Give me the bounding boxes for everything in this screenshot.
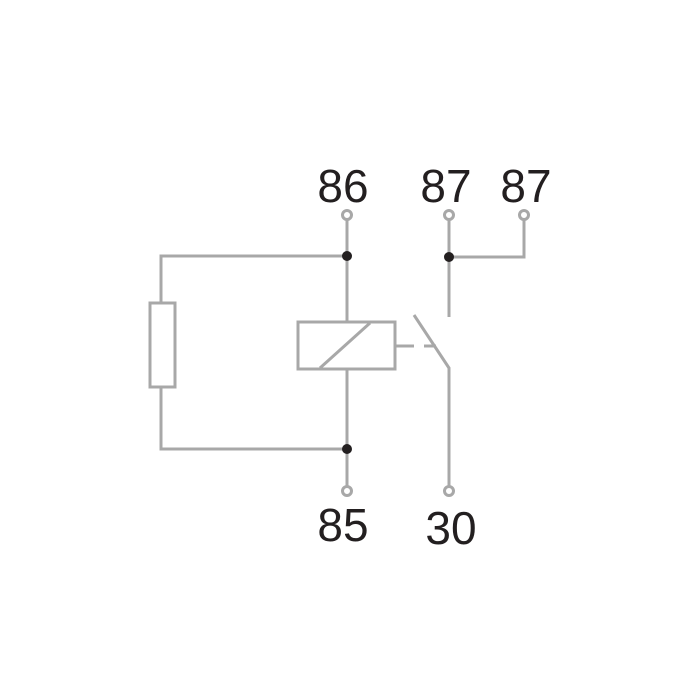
terminal-label-87-b: 87 (500, 160, 551, 212)
terminal-label-85: 85 (317, 499, 368, 551)
terminal-85 (341, 485, 353, 497)
junction-node (444, 252, 454, 262)
resistor (148, 301, 177, 389)
wire-top-resistor (159, 254, 347, 303)
junction-node (342, 444, 352, 454)
terminal-86 (341, 209, 353, 221)
terminal-label-87-a: 87 (420, 160, 471, 212)
terminal-30 (443, 485, 455, 497)
terminal-87-a (443, 209, 455, 221)
coil-diagonal (318, 321, 372, 370)
terminal-label-30: 30 (425, 502, 476, 554)
wire-bottom-resistor (159, 387, 347, 451)
wire-87-bridge (449, 220, 526, 259)
junction-node (342, 251, 352, 261)
terminal-87-b (518, 209, 530, 221)
switch-contact-30 (412, 314, 451, 486)
terminal-label-86: 86 (317, 160, 368, 212)
